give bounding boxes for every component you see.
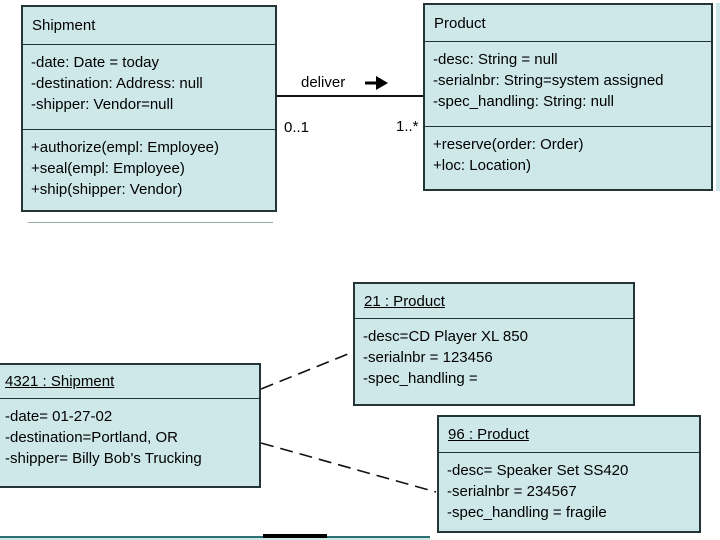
object-product-96-attributes: -desc= Speaker Set SS420 -serialnbr = 23…: [439, 452, 699, 531]
association-name-text: deliver: [301, 74, 346, 91]
attribute-line: -spec_handling =: [363, 370, 478, 387]
class-shipment-name: Shipment: [32, 17, 96, 34]
attribute-line: -destination=Portland, OR: [5, 429, 179, 446]
operation-line: +authorize(empl: Employee): [31, 139, 220, 156]
class-box-product: Product -desc: String = null -serialnbr:…: [423, 3, 713, 191]
multiplicity-target-label: 1..*: [396, 118, 419, 135]
operation-line: +reserve(order: Order): [433, 136, 584, 153]
clipped-box-top-edge-bottom-dark: [263, 534, 327, 538]
attribute-line: -date= 01-27-02: [5, 408, 113, 425]
class-product-title-compartment: Product: [425, 5, 711, 41]
attribute-line: -shipper: Vendor=null: [31, 96, 174, 113]
object-product-96-title-compartment: 96 : Product: [439, 417, 699, 452]
object-product-96-name: 96 : Product: [448, 426, 529, 443]
object-product-21-name: 21 : Product: [364, 292, 445, 310]
class-product-name: Product: [434, 14, 486, 32]
class-product-attributes: -desc: String = null -serialnbr: String=…: [425, 41, 711, 126]
deliver-direction-arrow-icon: [365, 76, 388, 90]
object-product-21-attributes: -desc=CD Player XL 850 -serialnbr = 1234…: [355, 318, 633, 404]
object-shipment-4321-name: 4321 : Shipment: [5, 373, 115, 390]
object-box-product-21: 21 : Product -desc=CD Player XL 850 -ser…: [353, 282, 635, 406]
operation-line: +ship(shipper: Vendor): [31, 181, 183, 198]
attribute-line: -desc=CD Player XL 850: [363, 328, 528, 345]
attribute-line: -serialnbr = 123456: [363, 349, 493, 366]
class-shipment-operations: +authorize(empl: Employee) +seal(empl: E…: [23, 129, 275, 210]
class-box-shipment: Shipment -date: Date = today -destinatio…: [21, 5, 277, 212]
object-product-21-title-compartment: 21 : Product: [355, 284, 633, 318]
class-shipment-attributes: -date: Date = today -destination: Addres…: [23, 44, 275, 129]
clipped-box-top-edge-bottom: [0, 536, 430, 540]
clipped-box-sliver-right: [716, 3, 720, 191]
operation-line: +loc: Location): [433, 157, 531, 174]
operation-line: +seal(empl: Employee): [31, 160, 185, 177]
multiplicity-source-label: 0..1: [284, 119, 310, 136]
attribute-line: -date: Date = today: [31, 54, 159, 71]
object-box-product-96: 96 : Product -desc= Speaker Set SS420 -s…: [437, 415, 701, 533]
shipment-box-shadow-line: [28, 222, 273, 223]
attribute-line: -destination: Address: null: [31, 75, 203, 92]
class-shipment-title-compartment: Shipment: [23, 7, 275, 44]
attribute-line: -serialnbr: String=system assigned: [433, 72, 664, 89]
object-shipment-4321-title-compartment: 4321 : Shipment: [0, 365, 259, 398]
attribute-line: -desc: String = null: [433, 51, 558, 68]
attribute-line: -spec_handling = fragile: [447, 504, 607, 521]
association-name-label: deliver: [301, 74, 345, 91]
attribute-line: -shipper= Billy Bob's Trucking: [5, 450, 202, 467]
object-shipment-4321-attributes: -date= 01-27-02 -destination=Portland, O…: [0, 398, 259, 486]
link-shipment4321-product96: [260, 442, 437, 493]
attribute-line: -desc= Speaker Set SS420: [447, 462, 629, 479]
object-box-shipment-4321: 4321 : Shipment -date= 01-27-02 -destina…: [0, 363, 261, 488]
attribute-line: -serialnbr = 234567: [447, 483, 577, 500]
attribute-line: -spec_handling: String: null: [433, 93, 614, 110]
class-product-operations: +reserve(order: Order) +loc: Location): [425, 126, 711, 189]
link-shipment4321-product21: [260, 351, 354, 390]
